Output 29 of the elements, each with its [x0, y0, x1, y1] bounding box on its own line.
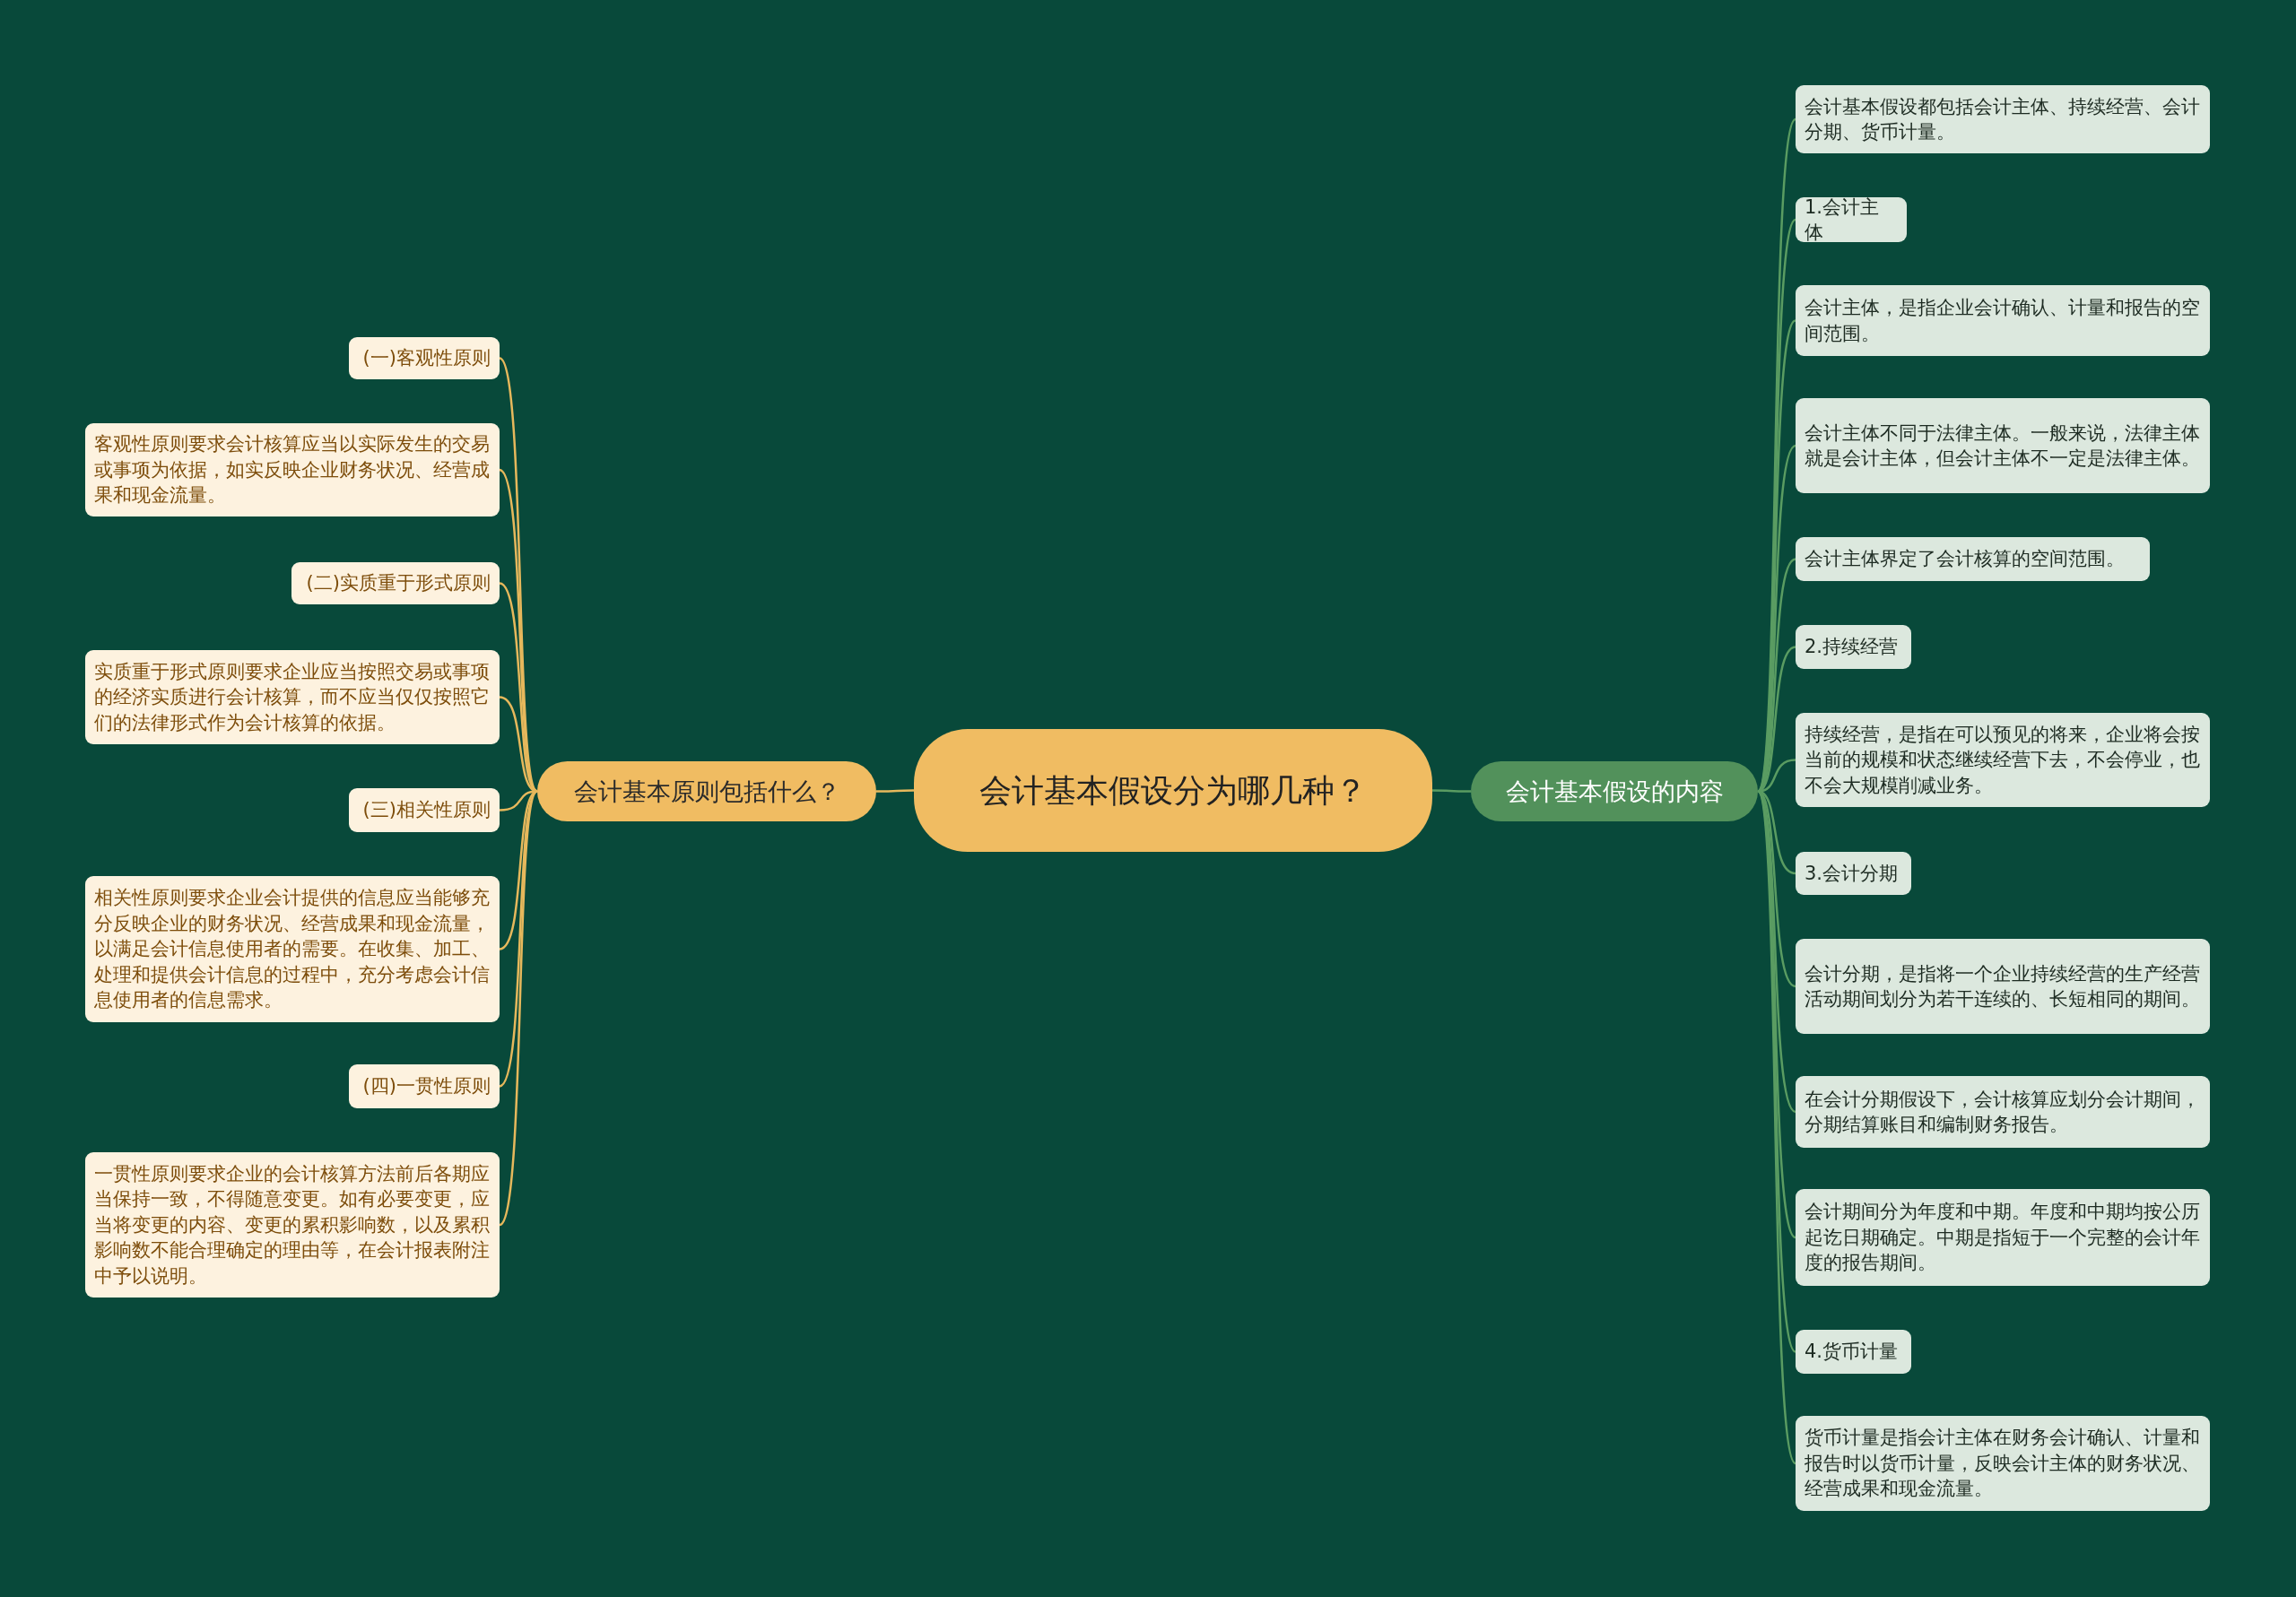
leaf-box: 会计期间分为年度和中期。年度和中期均按公历起讫日期确定。中期是指短于一个完整的会计年度的报告期间。	[1796, 1189, 2210, 1286]
connector-line	[876, 789, 914, 793]
central-topic: 会计基本假设分为哪几种？	[914, 729, 1432, 852]
branch-topic: 会计基本原则包括什么？	[537, 761, 876, 821]
leaf-box: (二)实质重于形式原则	[291, 562, 500, 604]
connector-line	[498, 357, 539, 793]
leaf-box: (三)相关性原则	[349, 788, 500, 832]
connector-line	[1432, 789, 1471, 793]
leaf-box: (四)一贯性原则	[349, 1064, 500, 1108]
leaf-box: 2.持续经营	[1796, 625, 1911, 669]
leaf-box: 相关性原则要求企业会计提供的信息应当能够充分反映企业的财务状况、经营成果和现金流量，以满足会计信息使用者的需要。在收集、加工、处理和提供会计信息的过程中，充分考虑会计信息使用者的信息需求。	[85, 876, 500, 1022]
leaf-box: 在会计分期假设下，会计核算应划分会计期间，分期结算账目和编制财务报告。	[1796, 1076, 2210, 1148]
leaf-box: 会计主体界定了会计核算的空间范围。	[1796, 537, 2150, 581]
leaf-box: 会计主体，是指企业会计确认、计量和报告的空间范围。	[1796, 285, 2210, 356]
leaf-box: 实质重于形式原则要求企业应当按照交易或事项的经济实质进行会计核算，而不应当仅仅按照它们的法律形式作为会计核算的依据。	[85, 650, 500, 744]
leaf-box: 客观性原则要求会计核算应当以实际发生的交易或事项为依据，如实反映企业财务状况、经营成果和现金流量。	[85, 423, 500, 516]
leaf-box: 4.货币计量	[1796, 1330, 1911, 1374]
leaf-box: 货币计量是指会计主体在财务会计确认、计量和报告时以货币计量，反映会计主体的财务状况、经营成果和现金流量。	[1796, 1416, 2210, 1511]
connector-line	[1756, 791, 1797, 1464]
leaf-box: (一)客观性原则	[349, 337, 500, 379]
leaf-box: 会计基本假设都包括会计主体、持续经营、会计分期、货币计量。	[1796, 85, 2210, 153]
leaf-box: 1.会计主体	[1796, 197, 1907, 242]
leaf-box: 会计主体不同于法律主体。一般来说，法律主体就是会计主体，但会计主体不一定是法律主体。	[1796, 398, 2210, 493]
leaf-box: 3.会计分期	[1796, 852, 1911, 895]
leaf-box: 持续经营，是指在可以预见的将来，企业将会按当前的规模和状态继续经营下去，不会停业，也不会大规模削减业务。	[1796, 713, 2210, 807]
branch-topic: 会计基本假设的内容	[1471, 761, 1758, 821]
leaf-box: 会计分期，是指将一个企业持续经营的生产经营活动期间划分为若干连续的、长短相同的期间。	[1796, 939, 2210, 1034]
connector-line	[498, 790, 539, 1226]
leaf-box: 一贯性原则要求企业的会计核算方法前后各期应当保持一致，不得随意变更。如有必要变更，应当将变更的内容、变更的累积影响数，以及累积影响数不能合理确定的理由等，在会计报表附注中予以说明。	[85, 1152, 500, 1298]
